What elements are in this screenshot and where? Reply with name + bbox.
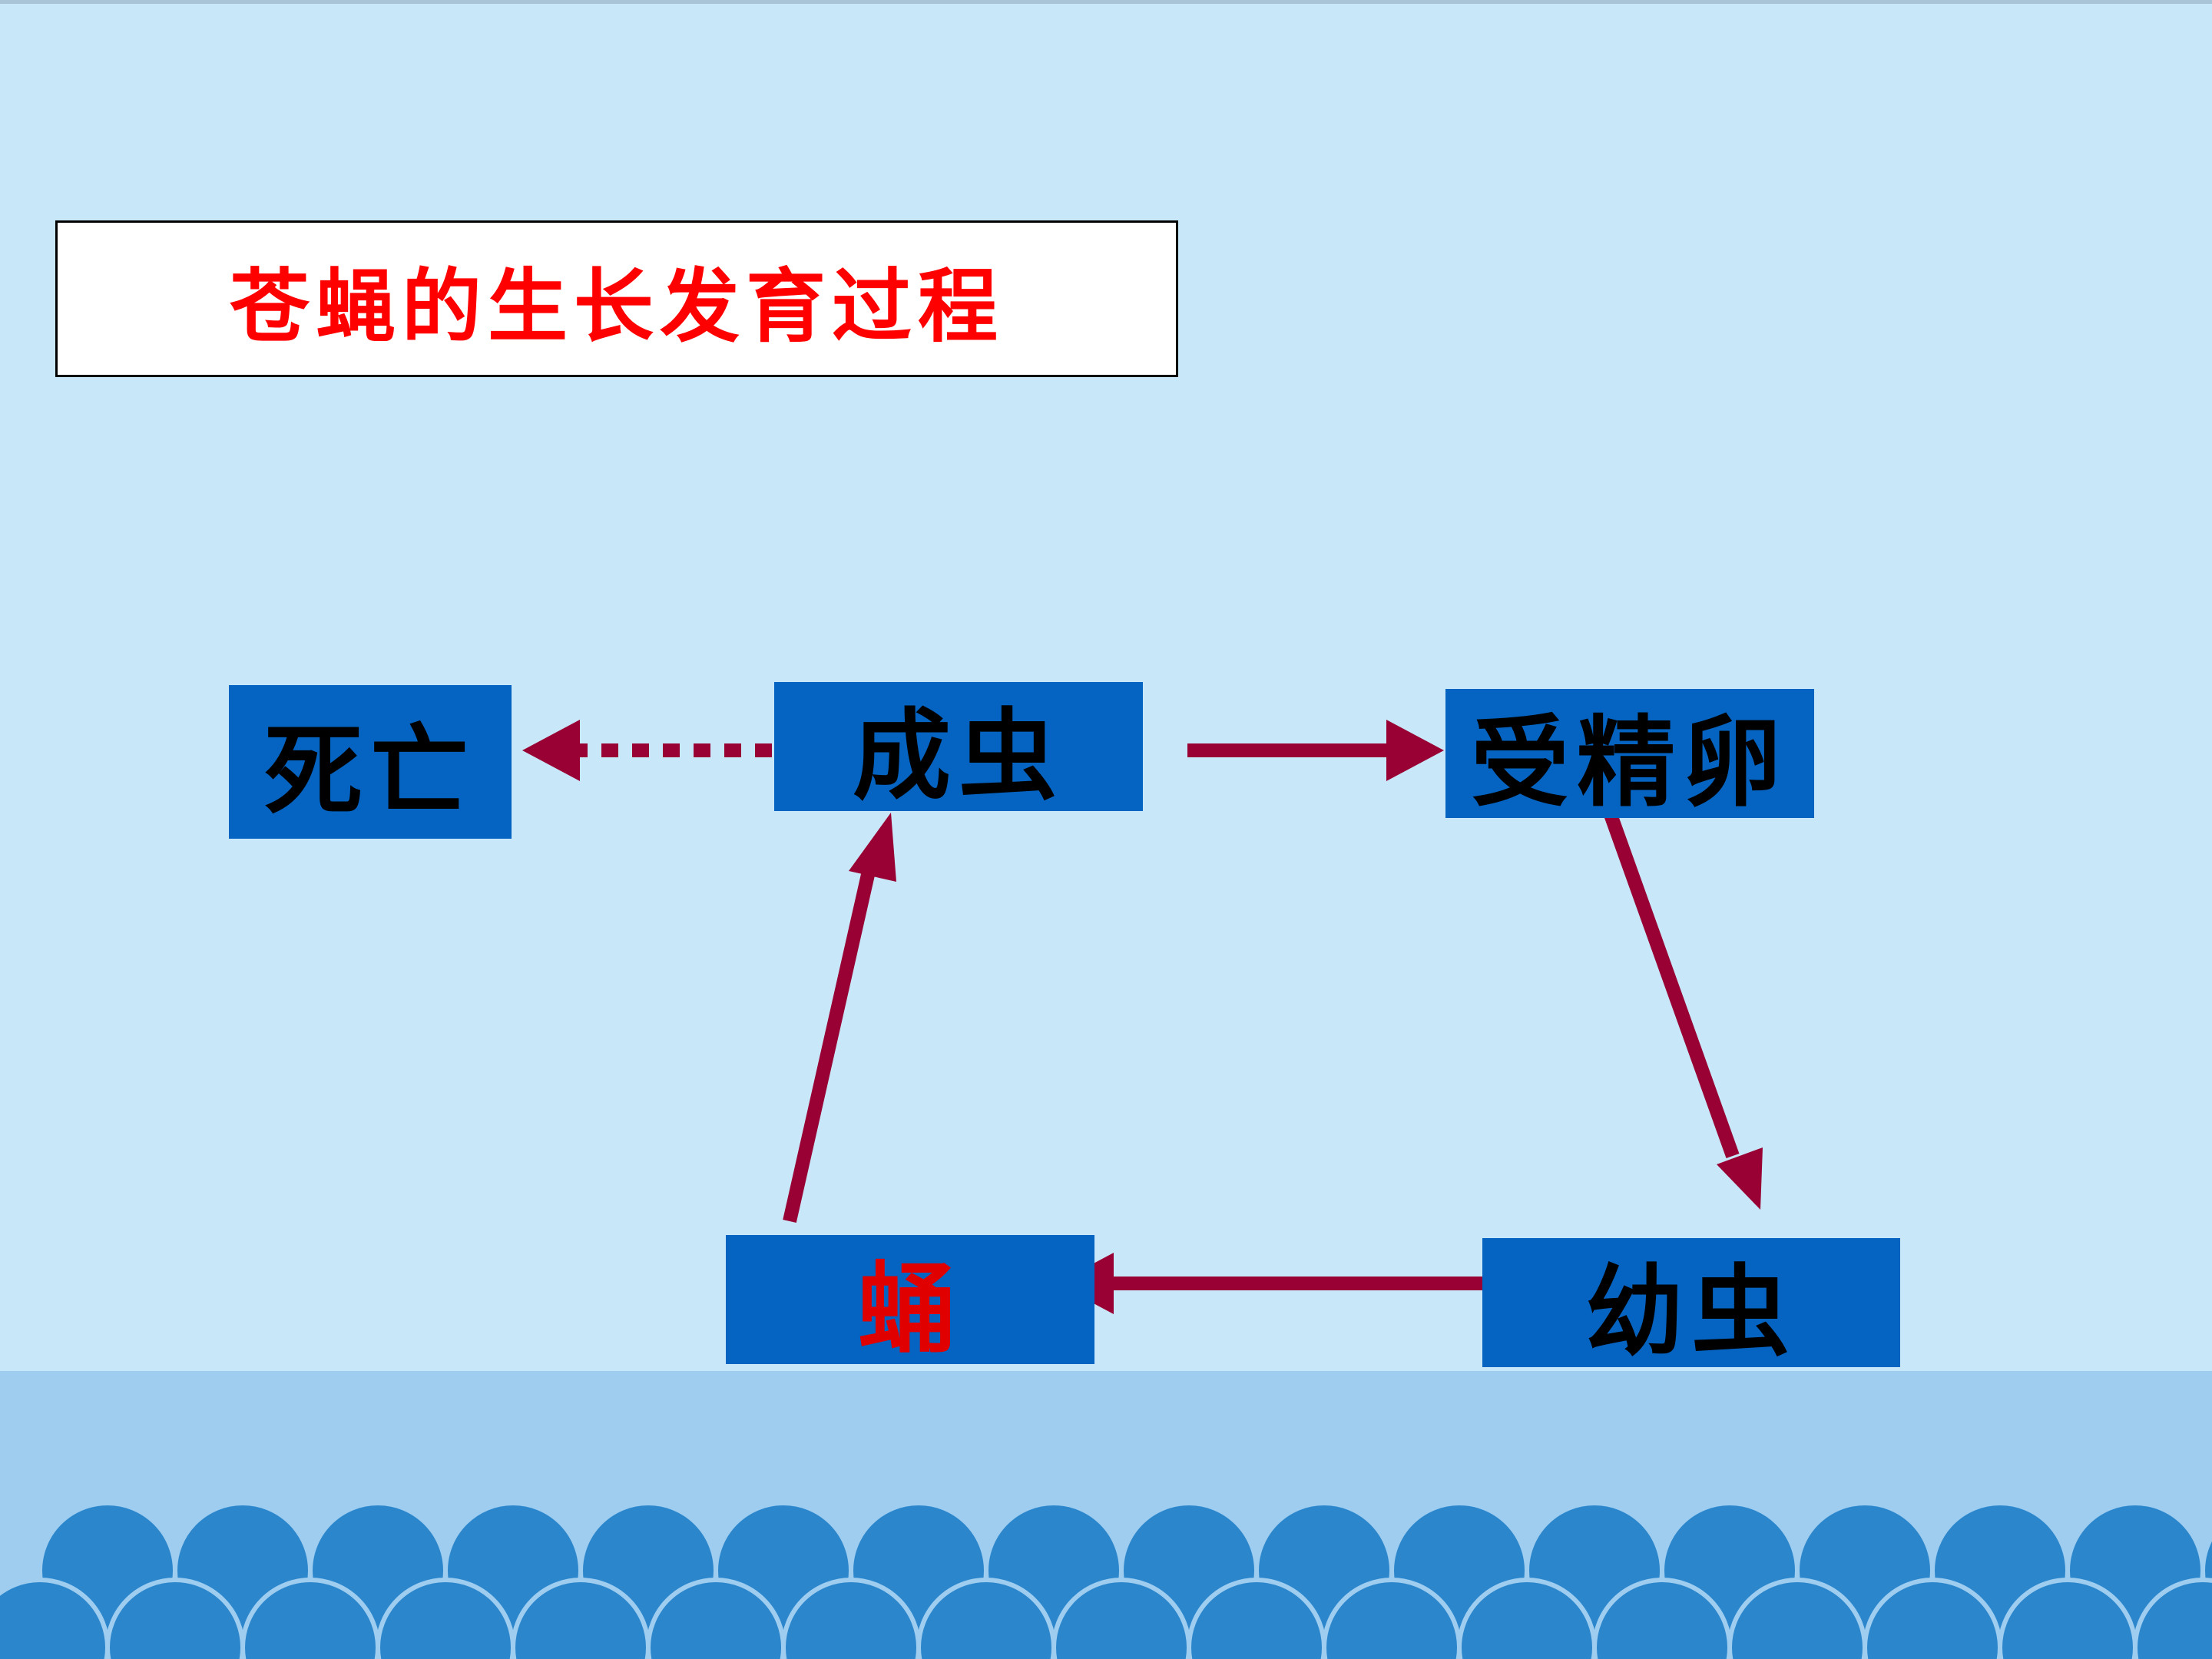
- node-death-label: 死亡: [263, 713, 476, 829]
- arrow-larva-to-pupa: [1056, 1253, 1499, 1314]
- wave-row-front: [0, 1578, 2212, 1659]
- arrow-pupa-to-adult: [783, 813, 896, 1223]
- node-adult-label: 成虫: [852, 697, 1065, 813]
- arrow-egg-to-larva: [1602, 807, 1763, 1210]
- arrow-adult-to-death: [522, 720, 772, 781]
- node-adult: 成虫: [774, 682, 1143, 813]
- node-larva: 幼虫: [1482, 1238, 1900, 1369]
- node-pupa: 蛹: [726, 1235, 1094, 1366]
- node-larva-label: 幼虫: [1584, 1253, 1797, 1369]
- node-fertilized-egg: 受精卵: [1445, 689, 1814, 820]
- node-death: 死亡: [229, 685, 512, 839]
- title-box: 苍蝇的生长发育过程: [55, 220, 1178, 377]
- node-pupa-label: 蛹: [856, 1250, 963, 1366]
- slide-title: 苍蝇的生长发育过程: [229, 259, 1004, 353]
- arrow-adult-to-egg: [1187, 720, 1444, 781]
- top-border-line: [0, 0, 2212, 4]
- wave-scallop: [2133, 1578, 2212, 1659]
- node-fertilized-egg-label: 受精卵: [1470, 704, 1789, 820]
